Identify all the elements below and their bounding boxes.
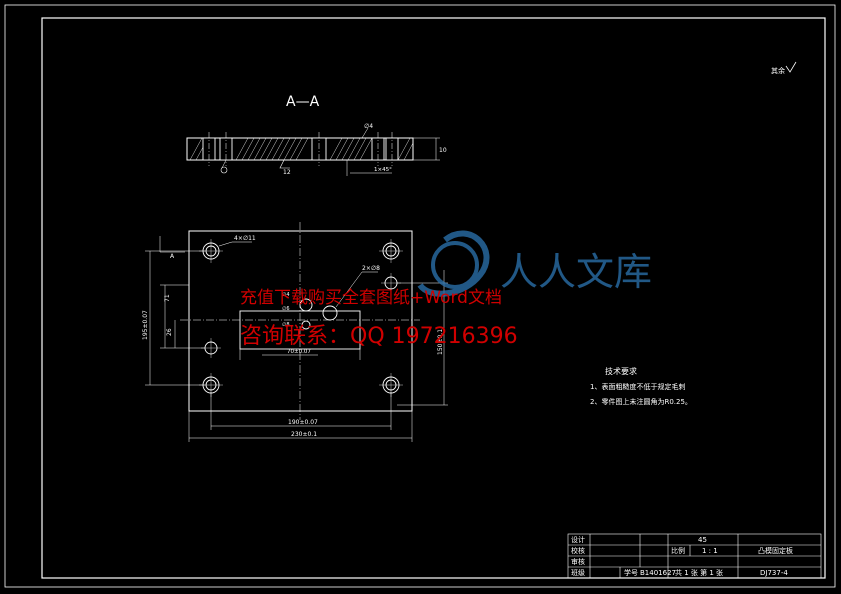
tech-line-1: 1、表面粗糙度不低于规定毛刺 <box>590 382 685 391</box>
title-block-text: 设计 校核 审核 班级 45 比例 1 : 1 共 1 张 第 1 张 凸模固定… <box>571 535 793 577</box>
dim-center-hole-callout: 2×∅8 <box>362 265 380 272</box>
dim-section-thickness: 10 <box>439 147 447 154</box>
roughness-symbol: 其余 <box>771 61 797 75</box>
dim-section-bottom-right: 1×45° <box>374 167 392 173</box>
tb-row-class: 班级 <box>571 568 585 577</box>
title-block <box>567 533 822 579</box>
tb-row-design: 设计 <box>571 535 585 544</box>
dim-left-inner-b: 26 <box>166 328 173 336</box>
tb-scale-label: 比例 <box>671 546 685 555</box>
dim-section-right: ∅4 <box>364 123 373 130</box>
dim-section-left: 12 <box>283 169 291 176</box>
dim-small-left-b: ∅6 <box>282 306 290 312</box>
dim-left-height-total: 195±0.07 <box>142 310 149 340</box>
outer-border <box>4 4 836 588</box>
dim-small-left-a: ∅4 <box>282 292 290 298</box>
tb-sheet-info: 共 1 张 第 1 张 <box>675 568 723 577</box>
tb-scale-value: 1 : 1 <box>702 547 718 555</box>
tech-requirements: 技术要求 1、表面粗糙度不低于规定毛刺 2、零件图上未注圆角为R0.25。 <box>590 366 692 406</box>
dim-right-height: 150±0.1 <box>437 329 444 355</box>
dim-bottom-total-width: 230±0.1 <box>291 431 317 438</box>
roughness-note: 其余 <box>771 66 785 75</box>
tb-material: 45 <box>698 536 707 544</box>
dim-bottom-inner-width: 190±0.07 <box>288 419 318 426</box>
dim-center-slot-width: 70±0.07 <box>287 349 311 355</box>
watermark-line1: 充值下载购买全套图纸+Word文档 <box>240 288 502 308</box>
dim-top-hole-callout: 4×∅11 <box>234 235 256 242</box>
tb-drawing-no: DJ737-4 <box>760 569 788 577</box>
dim-left-inner-a: 71 <box>164 294 171 302</box>
plan-view: 4×∅11 2×∅8 ∅4 ∅6 ∅8 195±0.07 71 26 A 1 <box>142 222 448 442</box>
watermark-line2: 咨询联系：QQ 197216396 <box>240 324 518 349</box>
watermark-logo: 人人文库 <box>417 230 652 297</box>
tech-line-2: 2、零件图上未注圆角为R0.25。 <box>590 397 692 406</box>
tb-row-review: 审核 <box>571 557 585 566</box>
inner-border <box>41 17 826 579</box>
tb-part-name: 凸模固定板 <box>758 546 793 555</box>
watermark-logo-text: 人人文库 <box>500 250 652 294</box>
dim-small-bottom: ∅8 <box>282 322 290 328</box>
tb-row-check: 校核 <box>571 546 585 555</box>
section-label: A—A <box>286 94 320 110</box>
datum-label: A <box>170 253 175 260</box>
section-view: 10 12 ∅4 1×45° <box>186 123 447 176</box>
tb-student-id-label: 学号 <box>624 568 638 577</box>
watermark: 人人文库 充值下载购买全套图纸+Word文档 咨询联系：QQ 197216396 <box>240 230 652 349</box>
tb-student-id: B1401627 <box>640 569 676 577</box>
tech-title: 技术要求 <box>605 366 637 376</box>
